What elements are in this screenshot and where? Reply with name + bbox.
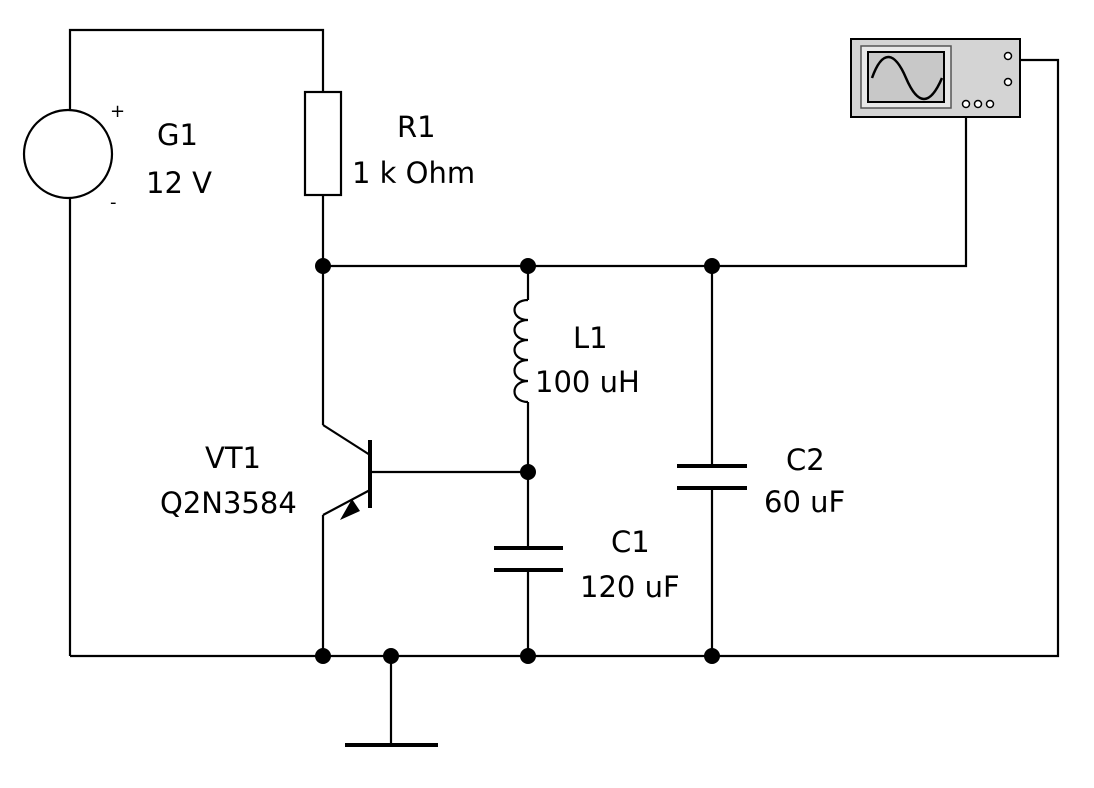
junction-node <box>520 258 536 274</box>
wire-g1-top-to-r1 <box>68 28 325 110</box>
junction-node <box>704 648 720 664</box>
vt1-name-label: VT1 <box>205 441 261 475</box>
transistor-collector-lead <box>322 424 371 456</box>
c2-value-label: 60 uF <box>764 485 845 519</box>
junction-nodes <box>315 258 720 664</box>
junction-node <box>520 648 536 664</box>
oscilloscope-ground-terminal[interactable] <box>973 99 983 109</box>
g1-name-label: G1 <box>157 118 198 152</box>
voltage-source-g1[interactable]: + - <box>22 101 125 213</box>
transistor-emitter-lead <box>322 489 371 516</box>
l1-name-label: L1 <box>573 321 608 355</box>
oscilloscope-ext-terminal[interactable] <box>1003 77 1013 87</box>
source-minus-sign: - <box>110 192 117 213</box>
wire-bottom-rail <box>70 58 1060 658</box>
transistor-vt1[interactable] <box>322 424 372 520</box>
junction-node <box>520 464 536 480</box>
junction-node <box>383 648 399 664</box>
junction-node <box>315 648 331 664</box>
c2-name-label: C2 <box>786 443 825 477</box>
source-circle <box>22 108 114 200</box>
junction-node <box>704 258 720 274</box>
vt1-value-label: Q2N3584 <box>160 486 297 520</box>
sine-wave-icon <box>870 56 944 100</box>
resistor-r1[interactable] <box>303 90 343 197</box>
g1-value-label: 12 V <box>146 166 212 200</box>
capacitor-c1[interactable] <box>494 546 563 572</box>
junction-node <box>315 258 331 274</box>
c1-name-label: C1 <box>611 525 650 559</box>
inductor-l1[interactable] <box>513 298 529 404</box>
wire-top-rail <box>323 113 968 268</box>
oscilloscope-channel-a-terminal[interactable] <box>961 99 971 109</box>
transistor-emitter-arrow <box>340 499 360 520</box>
oscilloscope-icon[interactable] <box>850 38 1021 118</box>
c1-value-label: 120 uF <box>580 570 680 604</box>
r1-name-label: R1 <box>397 110 436 144</box>
capacitor-c2[interactable] <box>677 464 747 490</box>
oscilloscope-trigger-terminal[interactable] <box>1003 51 1013 61</box>
source-plus-sign: + <box>110 101 125 122</box>
r1-value-label: 1 k Ohm <box>352 156 475 190</box>
l1-value-label: 100 uH <box>535 365 640 399</box>
wires <box>68 28 1060 745</box>
oscilloscope-channel-b-terminal[interactable] <box>985 99 995 109</box>
